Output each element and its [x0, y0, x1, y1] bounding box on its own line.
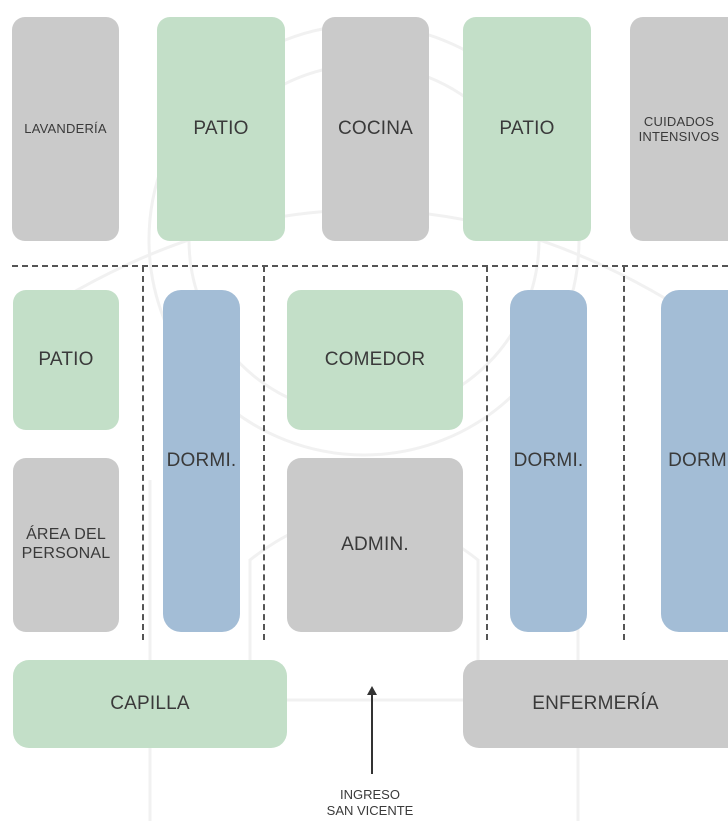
entrance-label: INGRESO SAN VICENTE [300, 787, 440, 818]
zone-divider-horizontal [12, 265, 728, 267]
room-cocina-label: COCINA [337, 117, 414, 139]
room-admin-label: ADMIN. [341, 533, 409, 555]
room-enfermeria: ENFERMERÍA [463, 660, 728, 748]
room-comedor: COMEDOR [287, 290, 463, 430]
room-cuidados-intensivos: CUIDADOS INTENSIVOS [630, 17, 728, 241]
room-lavanderia: LAVANDERÍA [12, 17, 119, 241]
room-comedor-label: COMEDOR [324, 348, 426, 370]
room-enfermeria-label: ENFERMERÍA [532, 692, 659, 714]
room-dormi-1-label: DORMI. [166, 449, 237, 471]
room-patio-top-right: PATIO [463, 17, 591, 241]
room-capilla: CAPILLA [13, 660, 287, 748]
entrance-label-line2: SAN VICENTE [326, 802, 414, 818]
zone-divider-vertical-4 [623, 266, 625, 640]
room-cocina: COCINA [322, 17, 429, 241]
room-dormi-2-label: DORMI. [513, 449, 584, 471]
room-admin: ADMIN. [287, 458, 463, 632]
room-patio-left: PATIO [13, 290, 119, 430]
room-area-label-line1: ÁREA DEL [26, 526, 106, 544]
room-area-label-line2: PERSONAL [21, 545, 111, 562]
room-patio-left-label: PATIO [38, 348, 94, 370]
room-dormi-3: DORM [661, 290, 728, 632]
zone-divider-vertical-1 [142, 266, 144, 640]
room-area-del-personal: ÁREA DEL PERSONAL [13, 458, 119, 632]
room-patio-top-right-label: PATIO [499, 117, 555, 139]
room-dormi-1: DORMI. [163, 290, 240, 632]
room-cuidados-label-line2: INTENSIVOS [638, 129, 720, 144]
room-dormi-2: DORMI. [510, 290, 587, 632]
zone-divider-vertical-2 [263, 266, 265, 640]
room-cuidados-label-line1: CUIDADOS [643, 113, 715, 129]
entrance-label-line1: INGRESO [340, 787, 400, 802]
room-lavanderia-label: LAVANDERÍA [24, 121, 107, 137]
arrow-up-icon [367, 686, 377, 774]
room-patio-top-left-label: PATIO [193, 117, 249, 139]
room-capilla-label: CAPILLA [110, 692, 190, 714]
room-dormi-3-label: DORM [668, 449, 727, 471]
room-patio-top-left: PATIO [157, 17, 285, 241]
zone-divider-vertical-3 [486, 266, 488, 640]
